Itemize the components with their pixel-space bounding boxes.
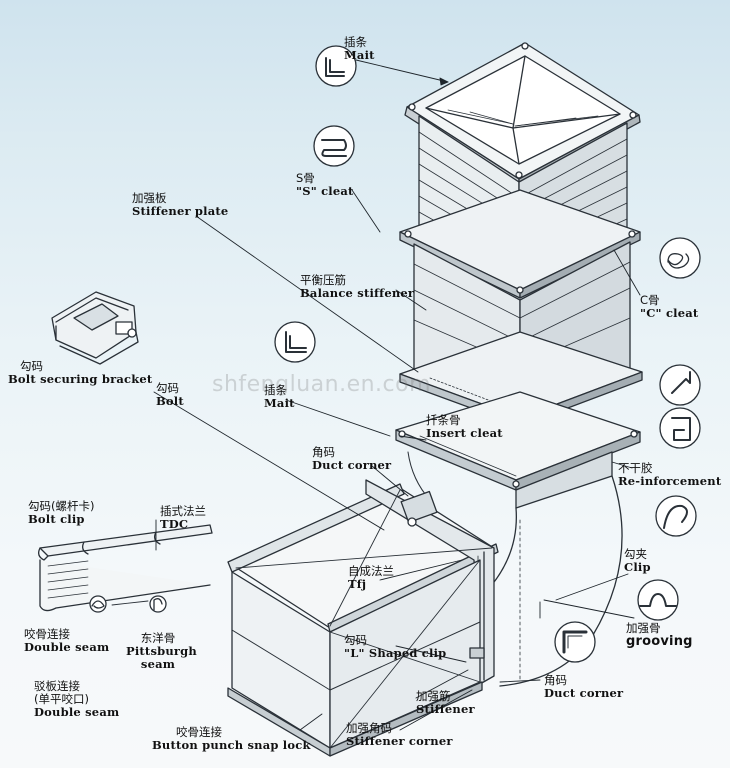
label-insert-cleat-en: Insert cleat	[426, 426, 503, 440]
label-double-seam-1: 咬骨连接 Double seam	[24, 628, 109, 654]
mait-top-icon	[315, 45, 357, 87]
label-grooving-en: grooving	[626, 634, 693, 649]
label-stiffener-corner-cn: 加强角码	[346, 721, 392, 735]
label-tdc-en: TDC	[160, 517, 189, 531]
grooving-icon	[637, 579, 679, 621]
mid-flange-upper	[399, 189, 641, 299]
label-reinforcement: 不干胶 Re-inforcement	[618, 462, 721, 488]
label-stiffener-corner: 加强角码 Stiffener corner	[346, 722, 453, 748]
label-reinforcement-cn: 不干胶	[618, 461, 653, 475]
label-s-cleat-en: "S" cleat	[296, 184, 354, 198]
label-duct-corner-bottom: 角码 Duct corner	[544, 674, 623, 700]
label-tdc-cn: 插式法兰	[160, 504, 206, 518]
label-mait-top-cn: 插条	[344, 35, 367, 49]
label-bolt-clip: 勾码(螺杆卡) Bolt clip	[28, 500, 94, 526]
label-duct-corner-bottom-en: Duct corner	[544, 686, 624, 700]
label-s-cleat-cn: S骨	[296, 171, 315, 185]
hook-clip-icon	[659, 407, 701, 449]
seam-detail	[38, 524, 213, 613]
label-reinforcement-en: Re-inforcement	[618, 474, 722, 488]
label-button-punch-en: Button punch snap lock	[152, 738, 311, 752]
label-pittsburgh-cn: 东洋骨	[140, 631, 176, 645]
label-clip-cn: 勾夹	[624, 547, 647, 561]
label-stiffener: 加强筋 Stiffener	[416, 690, 475, 716]
label-bolt-securing-bracket: 勾码 Bolt securing bracket	[8, 360, 152, 386]
label-double-seam-1-en: Double seam	[24, 640, 110, 654]
label-balance-stiffener: 平衡压筋 Balance stiffener	[300, 274, 414, 300]
label-double-seam-2-en: Double seam	[34, 705, 120, 719]
label-duct-corner-top-en: Duct corner	[312, 458, 392, 472]
s-cleat-icon	[313, 125, 355, 167]
label-tdc: 插式法兰 TDC	[160, 505, 206, 531]
label-duct-corner-top-cn: 角码	[312, 445, 335, 459]
duct-corner-icon	[554, 621, 596, 663]
label-stiffener-plate-cn: 加强板	[132, 191, 167, 205]
label-bolt-securing-bracket-en: Bolt securing bracket	[8, 372, 153, 386]
label-mait-mid-cn: 插条	[264, 383, 287, 397]
label-mait-mid-en: Mait	[264, 396, 295, 410]
label-c-cleat-cn: C骨	[640, 293, 660, 307]
label-double-seam-2: 驳板连接 (单平咬口) Double seam	[34, 680, 119, 719]
label-insert-cleat: 扦条骨 Insert cleat	[426, 414, 503, 440]
label-mait-mid: 插条 Mait	[264, 384, 295, 410]
label-balance-stiffener-cn: 平衡压筋	[300, 273, 346, 287]
label-stiffener-plate: 加强板 Stiffener plate	[132, 192, 228, 218]
label-tfj: 自成法兰 Tfj	[348, 565, 394, 591]
label-bolt-clip-en: Bolt clip	[28, 512, 85, 526]
watermark: shfengluan.en.com	[212, 372, 432, 397]
label-insert-cleat-cn: 扦条骨	[426, 413, 461, 427]
label-bolt-clip-cn: 勾码(螺杆卡)	[28, 499, 95, 513]
label-bolt-en: Bolt	[156, 394, 184, 408]
label-l-shaped-clip: 勾码 "L" Shaped clip	[344, 634, 446, 660]
label-button-punch-cn: 咬骨连接	[176, 725, 222, 739]
label-stiffener-en: Stiffener	[416, 702, 475, 716]
front-large-duct	[227, 479, 499, 757]
label-c-cleat: C骨 "C" cleat	[640, 294, 698, 320]
label-button-punch: 咬骨连接 Button punch snap lock	[152, 726, 311, 752]
label-tfj-en: Tfj	[348, 577, 367, 591]
label-bolt: 勾码 Bolt	[156, 382, 184, 408]
label-l-shaped-clip-cn: 勾码	[344, 633, 367, 647]
label-mait-top: 插条 Mait	[344, 36, 375, 62]
label-c-cleat-en: "C" cleat	[640, 306, 699, 320]
mait-mid-icon	[274, 321, 316, 363]
label-double-seam-2-cn2: (单平咬口)	[34, 692, 89, 706]
c-cleat-icon	[659, 237, 701, 279]
label-balance-stiffener-en: Balance stiffener	[300, 286, 415, 300]
leader-lines	[153, 59, 641, 731]
bolt-bracket-drawing	[51, 291, 139, 365]
label-double-seam-1-cn: 咬骨连接	[24, 627, 70, 641]
label-stiffener-corner-en: Stiffener corner	[346, 734, 453, 748]
label-double-seam-2-cn: 驳板连接	[34, 679, 80, 693]
label-grooving: 加强骨 grooving	[626, 621, 693, 649]
label-clip-en: Clip	[624, 560, 651, 574]
label-tfj-cn: 自成法兰	[348, 564, 394, 578]
label-stiffener-cn: 加强筋	[416, 689, 451, 703]
label-bolt-cn: 勾码	[156, 381, 179, 395]
label-duct-corner-bottom-cn: 角码	[544, 673, 567, 687]
label-bolt-securing-bracket-cn: 勾码	[20, 359, 43, 373]
label-mait-top-en: Mait	[344, 48, 375, 62]
label-stiffener-plate-en: Stiffener plate	[132, 204, 229, 218]
label-s-cleat: S骨 "S" cleat	[296, 172, 354, 198]
angle-clip-icon	[659, 364, 701, 406]
label-clip: 勾夹 Clip	[624, 548, 651, 574]
label-duct-corner-top: 角码 Duct corner	[312, 446, 391, 472]
lower-duct-section	[395, 391, 641, 509]
label-pittsburgh-en: Pittsburgh seam	[126, 644, 197, 671]
label-l-shaped-clip-en: "L" Shaped clip	[344, 646, 447, 660]
clip-icon	[655, 495, 697, 537]
label-pittsburgh: 东洋骨 Pittsburgh seam	[126, 631, 197, 671]
label-grooving-cn: 加强骨	[626, 621, 661, 635]
